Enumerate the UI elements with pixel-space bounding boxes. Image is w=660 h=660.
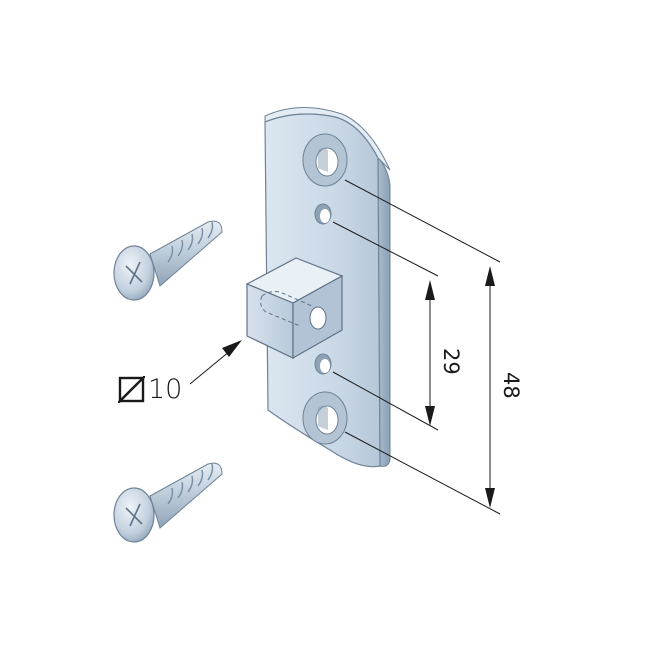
arrow-48-bottom: [485, 488, 495, 508]
ext-line-upper-small: [332, 221, 439, 277]
ext-line-bottom-hole: [344, 431, 501, 515]
arrow-29-bottom: [425, 406, 435, 426]
phillips-icon: [125, 261, 143, 285]
square-section-icon: [118, 376, 145, 403]
plate-edge: [377, 156, 391, 467]
top-countersunk-hole: [302, 133, 348, 187]
screw-thread-body: [149, 462, 223, 529]
phillips-icon: [125, 503, 143, 527]
upper-small-hole: [314, 203, 332, 225]
lower-small-hole: [314, 353, 332, 375]
dim-label-48: 48: [499, 372, 523, 399]
screw-thread-body: [149, 220, 223, 287]
dim-label-29: 29: [439, 348, 463, 375]
arrowheads: [222, 266, 495, 508]
screw-lower: [113, 462, 223, 543]
screw-upper: [113, 220, 223, 301]
square-dimension-label: 10: [118, 376, 182, 403]
square-pin: [245, 257, 344, 360]
arrow-48-top: [485, 266, 495, 286]
ext-line-top-hole: [344, 179, 501, 263]
bottom-countersunk-hole: [302, 391, 348, 445]
square-size-value: 10: [148, 374, 183, 405]
striker-plate: [245, 106, 391, 468]
ext-line-lower-small: [332, 371, 439, 431]
dimension-lines: [189, 179, 501, 515]
arrow-29-top: [425, 280, 435, 300]
arrow-square-leader: [222, 340, 242, 357]
